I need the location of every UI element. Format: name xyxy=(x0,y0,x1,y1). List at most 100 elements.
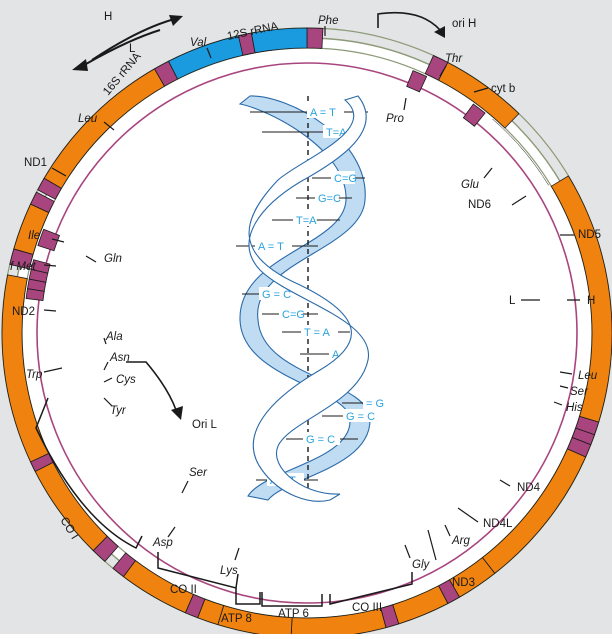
gene-segment-asp xyxy=(112,552,137,578)
gene-label-leu2: Leu xyxy=(578,370,598,382)
base-pair-label: G=C xyxy=(318,193,341,205)
leader-line-his xyxy=(553,401,563,406)
gene-segment-phe xyxy=(306,27,324,49)
gene-label-co3: CO III xyxy=(352,602,382,614)
gene-label-nd4l: ND4L xyxy=(483,518,513,530)
strand-direction-arrows: H L H L xyxy=(72,11,595,307)
co1-bracket xyxy=(35,397,143,550)
base-pair-label-bg xyxy=(301,325,338,338)
gene-label-atp8: ATP 8 xyxy=(221,613,252,625)
base-pair-label-bg xyxy=(303,432,340,445)
leader-line-nd1 xyxy=(51,167,67,177)
base-pair-label: G = C xyxy=(262,289,291,301)
base-pair-label: G = C xyxy=(346,411,375,423)
inner-trna-ala xyxy=(25,288,45,302)
leader-line-nd3 xyxy=(427,529,437,561)
gene-label-cytb: cyt b xyxy=(491,83,515,95)
base-pair-label-bg xyxy=(331,171,355,184)
gene-brackets xyxy=(35,397,413,607)
base-pair-label: C=G xyxy=(334,173,357,185)
leader-line-nd4l xyxy=(457,507,479,523)
base-pair-label: A = T xyxy=(258,241,284,253)
base-pair-label-bg xyxy=(307,105,344,118)
inner-trna-glu xyxy=(462,103,486,127)
ori-l-arrow xyxy=(126,361,177,411)
gene-label-cys: Cys xyxy=(116,374,136,386)
ori-l-arrowhead xyxy=(171,406,183,420)
gene-label-co2: CO II xyxy=(170,584,197,596)
gene-label-atp6: ATP 6 xyxy=(278,608,309,620)
gene-label-nd5: ND5 xyxy=(578,229,601,241)
inner-trna-gln xyxy=(37,228,61,252)
base-pair-label-bg xyxy=(343,409,380,422)
base-pair-label-bg xyxy=(323,125,347,138)
gene-label-ser2: Ser xyxy=(570,386,589,398)
gene-label-fmet: f Met xyxy=(10,261,36,273)
ori-h-label: ori H xyxy=(452,18,476,30)
leader-line-lys xyxy=(234,547,240,561)
gene-label-tyr: Tyr xyxy=(110,405,127,417)
base-pair-label: G = C xyxy=(306,434,335,446)
gene-label-thr: Thr xyxy=(445,53,463,65)
atp8-bracket xyxy=(235,588,261,605)
h-strand-arrowhead xyxy=(169,15,183,26)
leader-line-thr xyxy=(439,65,447,77)
base-pair-label-bg xyxy=(315,191,339,204)
base-pair-label-bg xyxy=(293,213,317,226)
gene-label-asn: Asn xyxy=(109,352,130,364)
gene-label-nd6: ND6 xyxy=(468,199,491,211)
atp6-bracket xyxy=(261,592,323,607)
leader-line-ile xyxy=(51,238,65,243)
gene-label-pro: Pro xyxy=(386,113,405,125)
leader-line-glu xyxy=(483,167,493,179)
l-strand-arrowhead xyxy=(72,59,88,71)
gene-label-nd2: ND2 xyxy=(12,306,35,318)
ori-l-label: Ori L xyxy=(192,419,218,431)
gene-segments xyxy=(1,27,612,639)
h-strand-arrow xyxy=(91,17,179,61)
leader-line-ser1 xyxy=(181,480,189,494)
leader-line-nd6 xyxy=(511,195,527,206)
l-strand-arrow xyxy=(85,29,161,65)
leader-line-tyr xyxy=(103,397,113,407)
light-strand-marker: L xyxy=(509,295,516,307)
leader-line-cys xyxy=(103,377,113,383)
base-pair-label-bg xyxy=(259,287,296,300)
leader-line-fmet xyxy=(43,264,57,267)
inner-trna-tyr2 xyxy=(30,259,51,274)
gene-label-arg: Arg xyxy=(451,535,471,547)
gene-label-nd4: ND4 xyxy=(517,482,541,494)
leader-line-leu2 xyxy=(559,371,573,375)
ori-h-arrowhead xyxy=(434,26,445,38)
gene-label-glu: Glu xyxy=(461,179,480,191)
gene-label-ala: Ala xyxy=(105,331,123,343)
replication-origins: ori H Ori L xyxy=(126,11,476,431)
leader-line-gln xyxy=(85,255,97,263)
leader-line-nd2 xyxy=(43,309,57,312)
gene-label-nd1: ND1 xyxy=(24,157,47,169)
heavy-strand-label: H xyxy=(104,11,112,23)
leader-line-cytb xyxy=(473,87,489,93)
dna-double-helix: A = TT=AC=GG=CT=AA = TG = CC=GT = AA = T… xyxy=(236,95,387,502)
gene-segment-fmet xyxy=(30,191,55,214)
gene-label-lys: Lys xyxy=(220,565,238,577)
inner-trna-pro xyxy=(406,70,428,93)
leader-line-asn xyxy=(103,361,109,371)
leader-line-trp xyxy=(43,367,63,373)
leader-line-ala xyxy=(103,337,107,345)
gene-label-ile: Ile xyxy=(28,230,40,242)
base-pair-label: A = T xyxy=(310,107,336,119)
base-pair-label-bg xyxy=(363,396,387,409)
gene-segment-r12s xyxy=(250,27,308,54)
light-strand-label: L xyxy=(129,43,136,55)
co3-bracket xyxy=(329,572,413,605)
leader-line-pro xyxy=(403,97,407,111)
gene-label-val: Val xyxy=(190,37,207,49)
gene-label-trp: Trp xyxy=(26,369,43,381)
leader-line-arg xyxy=(444,524,451,537)
gene-label-phe: Phe xyxy=(318,15,338,27)
helix-front-strand xyxy=(248,95,369,502)
leader-line-leu1 xyxy=(103,121,115,131)
